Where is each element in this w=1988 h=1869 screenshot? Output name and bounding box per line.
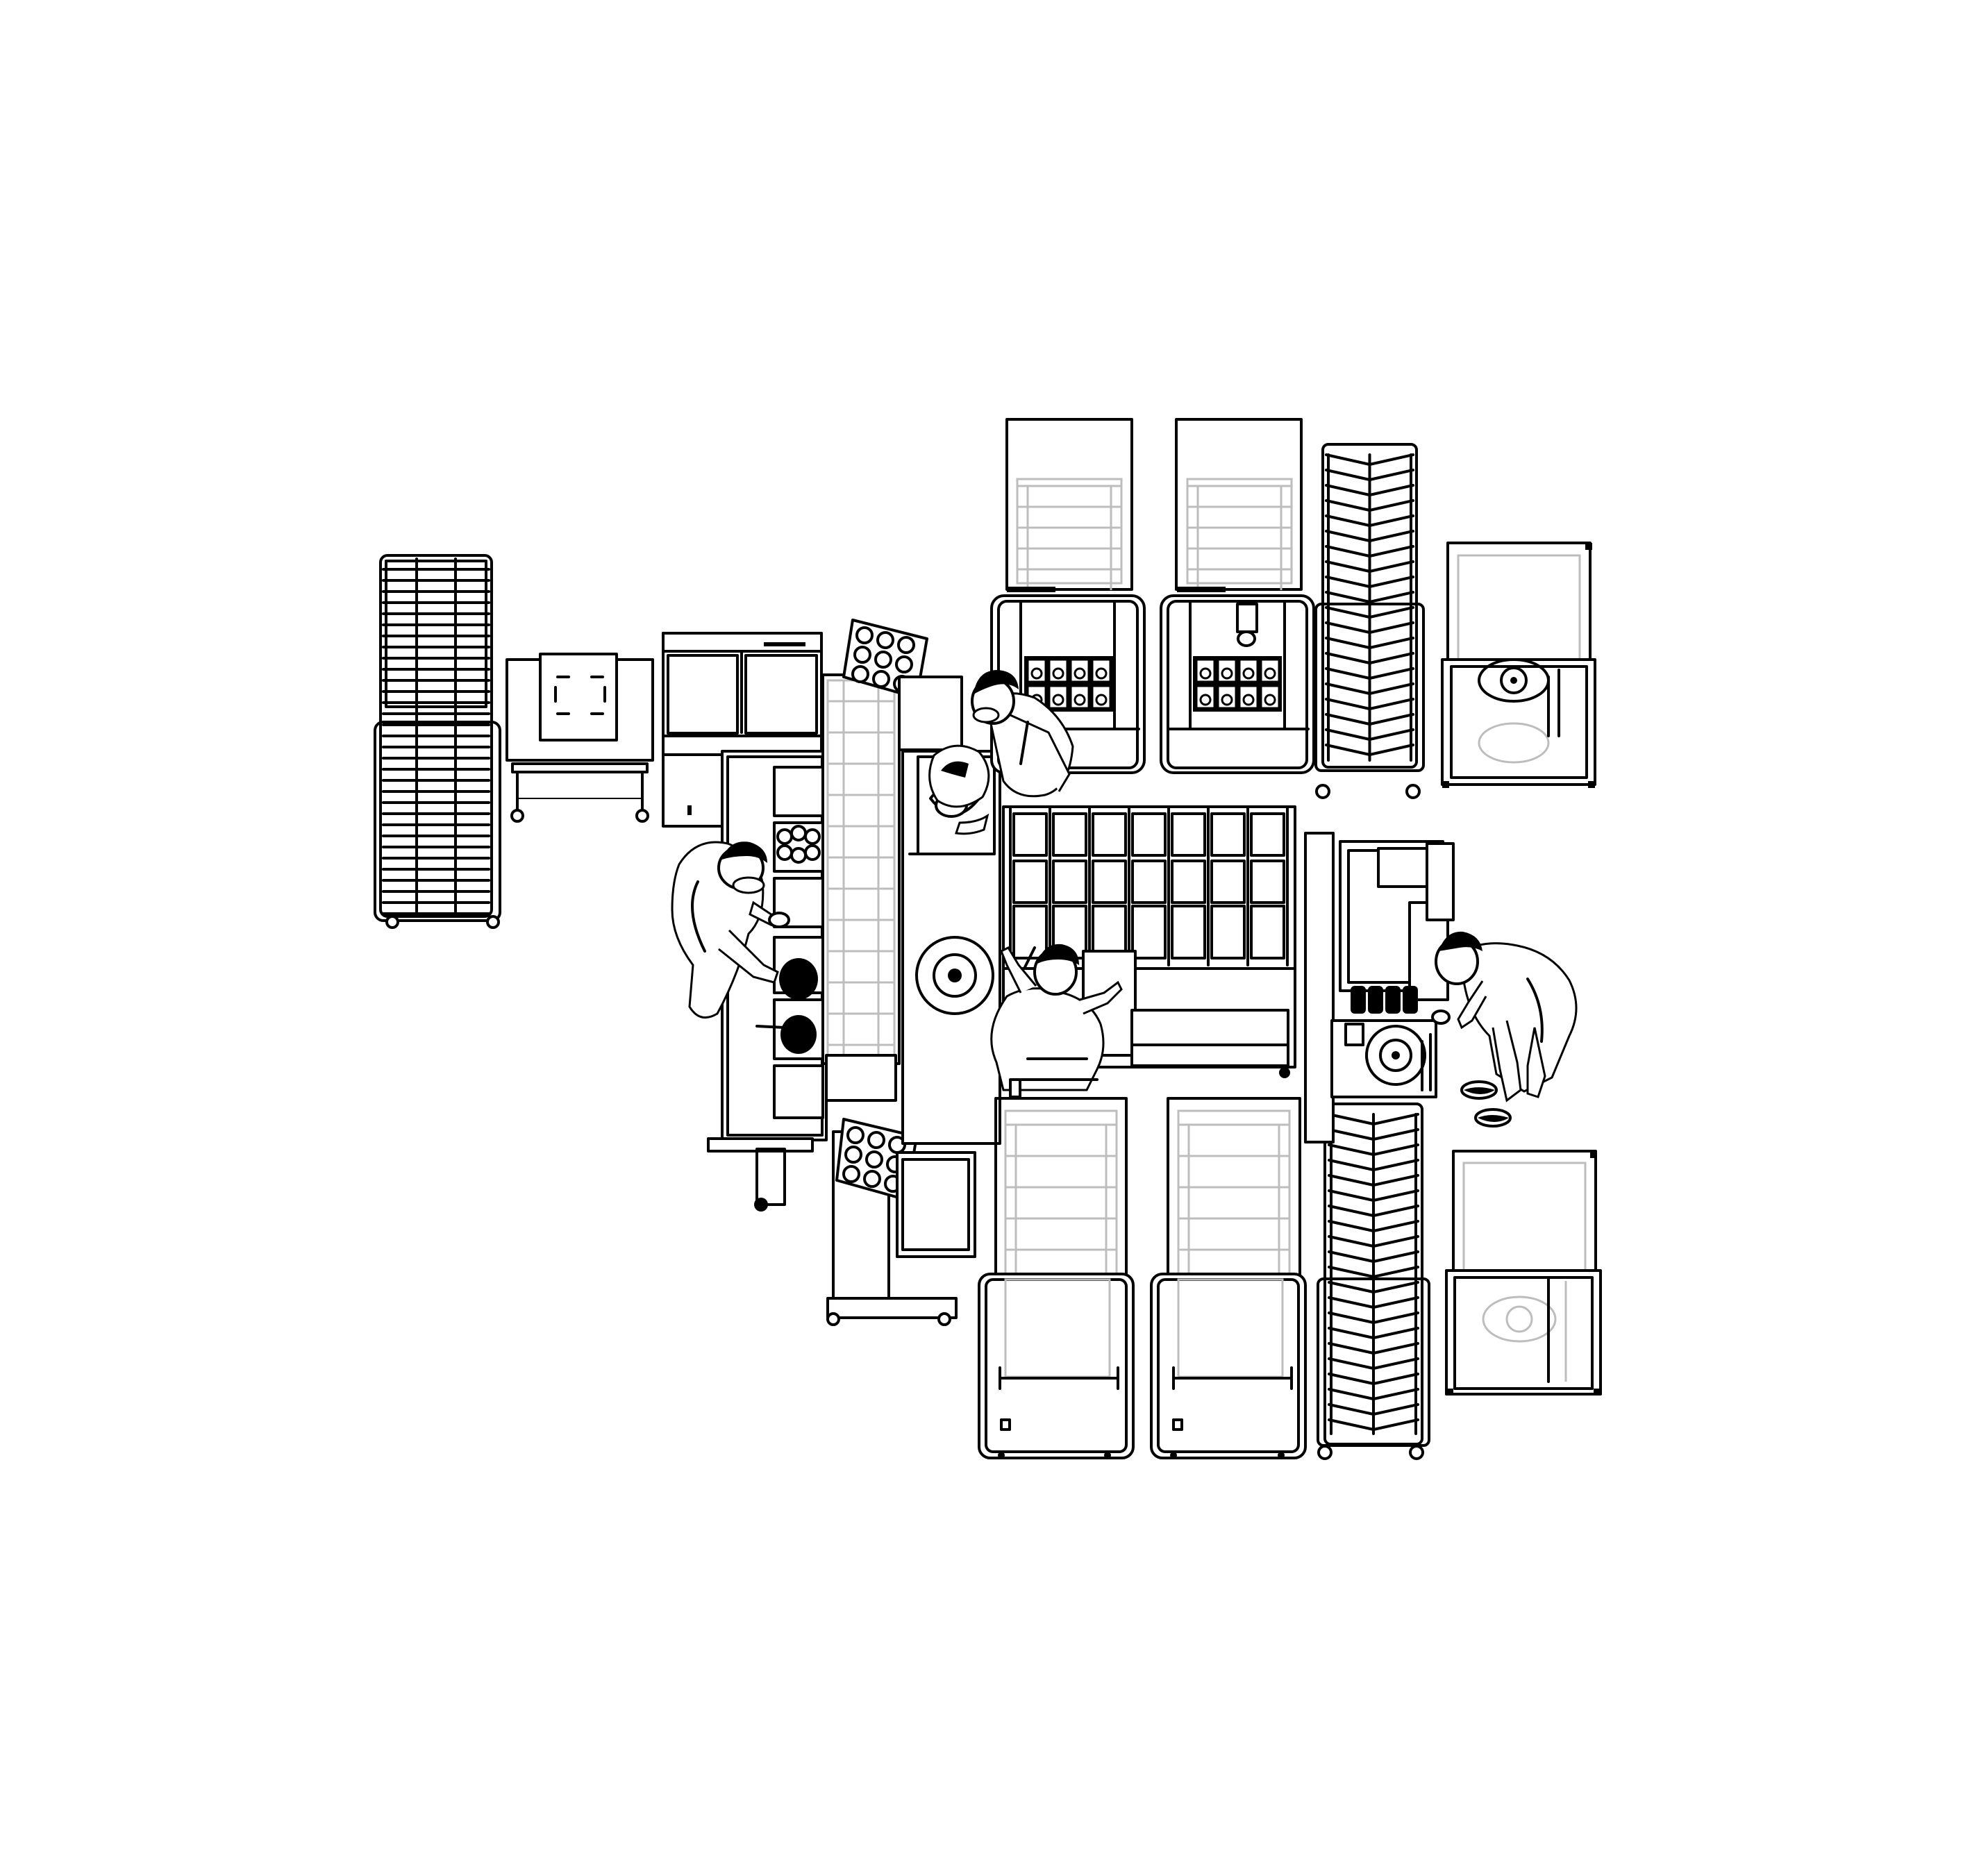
glass-cabinet-bottom-right bbox=[1445, 1150, 1602, 1396]
open-fridge-top-1 bbox=[990, 418, 1146, 774]
ingredient-bin-grid bbox=[1002, 805, 1296, 1078]
staff-person-right bbox=[1431, 931, 1578, 1128]
speed-rack-bottom-right bbox=[1317, 1103, 1430, 1460]
staff-person-left bbox=[671, 841, 790, 1019]
right-side-station bbox=[1304, 832, 1455, 1143]
staff-person-top bbox=[928, 670, 1074, 835]
staff-person-center bbox=[990, 944, 1123, 1098]
speed-rack-left bbox=[374, 554, 501, 929]
open-fridge-bottom-1 bbox=[978, 1097, 1135, 1459]
speed-rack-top-right bbox=[1314, 443, 1425, 799]
open-fridge-bottom-2 bbox=[1150, 1097, 1307, 1459]
center-prep-counter bbox=[901, 750, 1001, 1145]
pan-rack-bottom bbox=[835, 1118, 976, 1258]
pan-rack-top bbox=[842, 619, 963, 751]
glass-cabinet-top-right bbox=[1441, 542, 1596, 788]
open-fridge-top-2 bbox=[1160, 418, 1315, 774]
small-prep-table bbox=[506, 653, 654, 823]
undercounter-refrigerator bbox=[662, 632, 823, 828]
